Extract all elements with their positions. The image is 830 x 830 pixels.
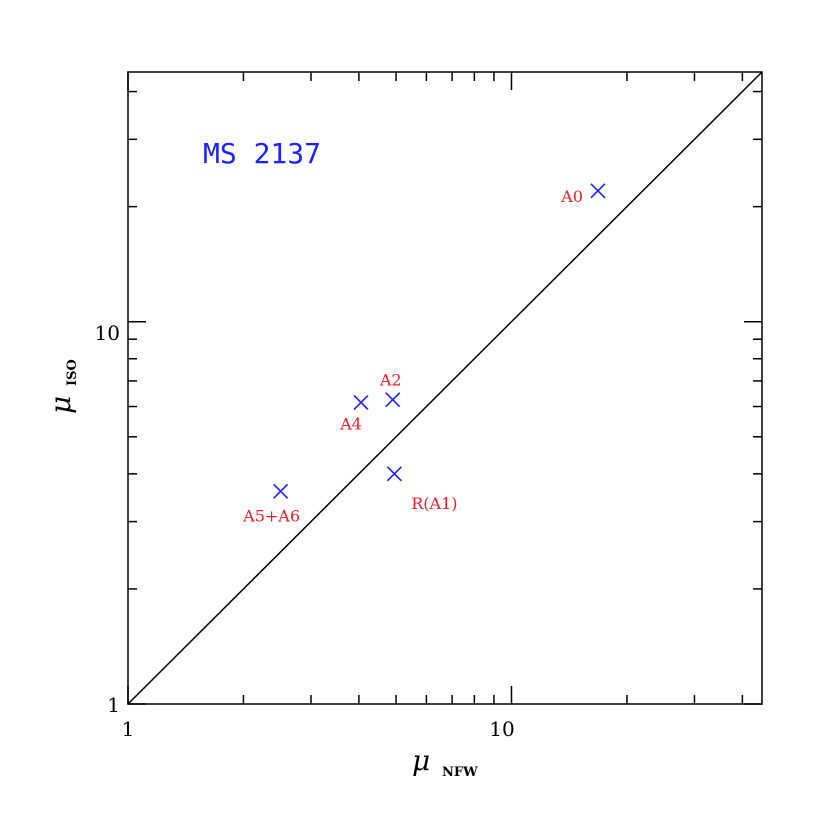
data-point-4: A5+A6 bbox=[242, 483, 300, 525]
point-marker-stroke bbox=[590, 183, 606, 199]
point-label: A5+A6 bbox=[242, 506, 300, 525]
data-point-1: A2 bbox=[379, 371, 402, 408]
y-tick-label-10: 10 bbox=[95, 321, 120, 345]
x-axis-label-subscript: NFW bbox=[442, 765, 478, 780]
y-axis-label: μ ISO bbox=[44, 359, 80, 414]
data-point-2: A4 bbox=[339, 394, 369, 433]
x-axis-label-symbol: μ bbox=[412, 744, 430, 777]
plot-frame bbox=[127, 71, 763, 705]
data-point-0: A0 bbox=[560, 183, 606, 206]
data-point-3: R(A1) bbox=[386, 466, 458, 513]
point-marker-stroke bbox=[385, 392, 401, 408]
x-tick-label-10: 10 bbox=[489, 717, 514, 741]
x-tick-label-1: 1 bbox=[122, 717, 135, 741]
point-marker-stroke bbox=[273, 483, 289, 499]
point-marker-stroke bbox=[386, 466, 402, 482]
y-axis-label-subscript: ISO bbox=[65, 359, 80, 386]
axis-ticks bbox=[127, 72, 762, 705]
point-label: A2 bbox=[379, 371, 402, 390]
x-axis-label: μ NFW bbox=[412, 744, 478, 780]
point-label: A0 bbox=[560, 187, 583, 206]
point-label: R(A1) bbox=[411, 494, 457, 513]
chart-title: MS 2137 bbox=[203, 137, 321, 170]
point-label: A4 bbox=[339, 414, 362, 433]
y-axis-label-symbol: μ bbox=[44, 396, 77, 414]
y-tick-label-1: 1 bbox=[107, 693, 120, 717]
identity-line bbox=[127, 71, 763, 705]
point-marker-stroke bbox=[353, 394, 369, 410]
